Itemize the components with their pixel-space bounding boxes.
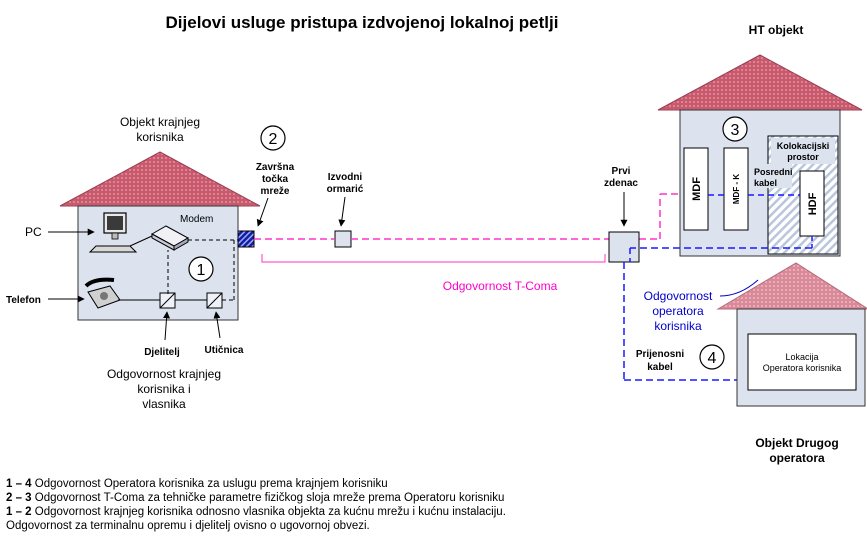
- legend-row-2-3: 2 – 3 Odgovornost T-Coma za tehničke par…: [6, 491, 566, 505]
- point-2-circle: [260, 125, 286, 151]
- pc-label: PC: [25, 225, 42, 239]
- lokacija-box: [747, 333, 857, 391]
- point-3-circle: [722, 116, 748, 142]
- legend-text: Odgovornost Operatora korisnika za uslug…: [31, 478, 388, 490]
- pc-icon: [88, 212, 138, 253]
- mdf-k-label: MDF - K: [732, 174, 741, 204]
- modem-label: Modem: [180, 214, 213, 225]
- point-1-circle: [188, 256, 214, 282]
- hdf-label: HDF: [807, 192, 819, 215]
- prvi-zdenac-box: [608, 231, 640, 263]
- legend-key: 2 – 3: [6, 492, 32, 504]
- legend-row-1-4: 1 – 4 Odgovornost Operatora korisnika za…: [6, 477, 566, 491]
- operator-responsibility-bracket: [719, 279, 759, 297]
- tcom-responsibility-bracket: [261, 254, 606, 263]
- legend-key: 1 – 2: [6, 506, 32, 518]
- legend-row-1-2: 1 – 2 Odgovornost krajnjeg korisnika odn…: [6, 505, 566, 533]
- djelitelj-label: Djelitelj: [144, 347, 180, 358]
- mdf-k-box: [723, 147, 749, 231]
- point-4-label: 4: [708, 350, 717, 367]
- legend-text: Odgovornost T-Coma za tehničke parametre…: [31, 492, 505, 504]
- point-4-circle: [699, 344, 725, 370]
- point-1-label: 1: [197, 262, 206, 279]
- legend: 1 – 4 Odgovornost Operatora korisnika za…: [6, 477, 566, 533]
- mdf-box: [683, 147, 709, 231]
- izvodni-ormaric-box: [334, 230, 352, 248]
- tcom-responsibility-label: Odgovornost T-Coma: [443, 279, 558, 293]
- ht-building-label: HT objekt: [749, 23, 804, 37]
- legend-text: Odgovornost krajnjeg korisnika odnosno v…: [6, 506, 506, 532]
- legend-key: 1 – 4: [6, 478, 32, 490]
- zavrsna-tocka-box: [237, 230, 255, 248]
- point-3-label: 3: [731, 122, 740, 139]
- other-operator-roof: [716, 262, 867, 310]
- ht-roof: [657, 54, 863, 111]
- mdf-label: MDF: [691, 177, 703, 201]
- end-user-roof: [59, 151, 261, 207]
- pc-modem-link: [129, 235, 153, 247]
- telefon-label: Telefon: [6, 295, 41, 306]
- point-2-label: 2: [269, 131, 278, 148]
- modem-icon: [150, 225, 190, 251]
- diagram-title: Dijelovi usluge pristupa izdvojenoj loka…: [166, 13, 559, 32]
- uticnica-label: Utičnica: [205, 345, 244, 356]
